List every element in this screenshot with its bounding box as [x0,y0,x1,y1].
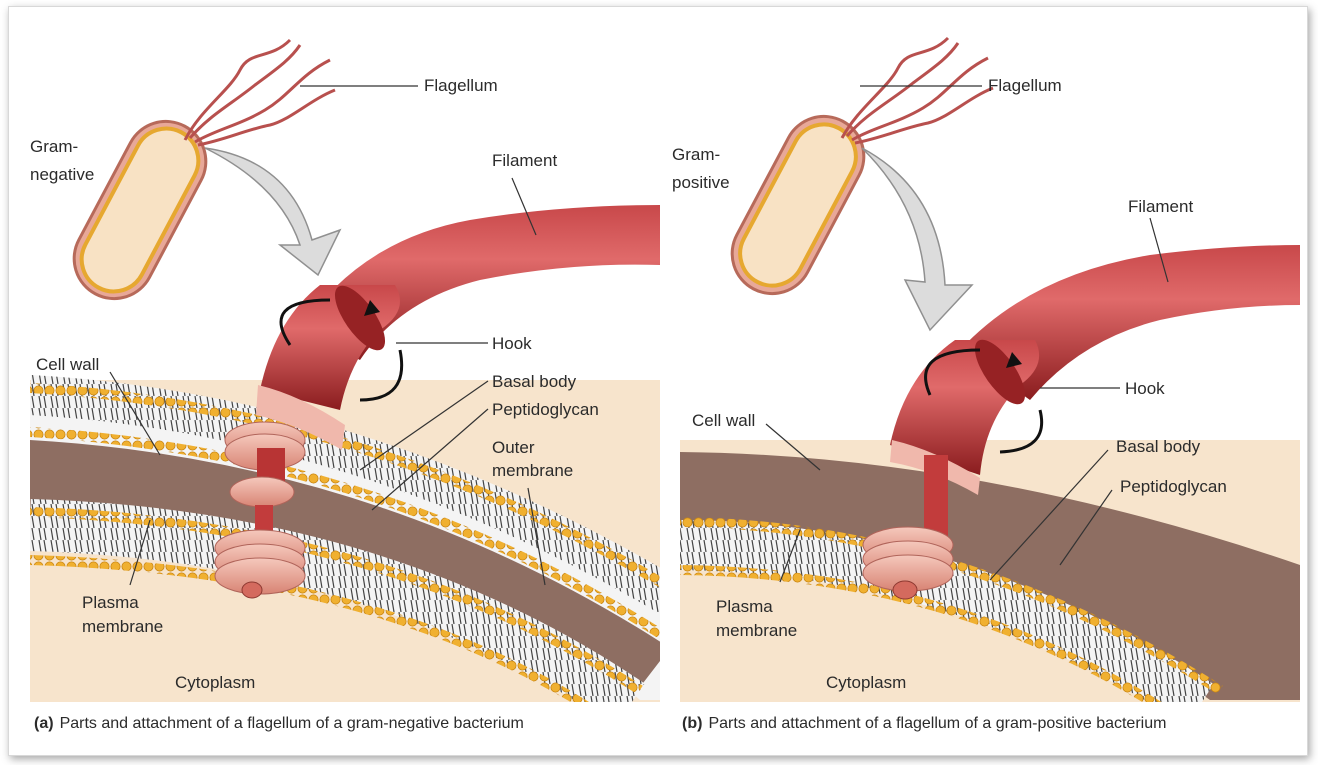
flagellum-label-a: Flagellum [424,76,498,95]
hook-label-a: Hook [492,334,532,353]
zoom-arrow-a [205,148,340,275]
flagellum-strands-a [185,40,335,145]
cell-wall-label-a: Cell wall [36,355,99,374]
zoom-arrow-b [862,148,972,330]
plasma-membrane-label-b-line1: Plasma [716,597,773,616]
caption-a: (a) Parts and attachment of a flagellum o… [34,715,524,732]
gram-negative-bacterium [60,107,220,312]
caption-b: (b) Parts and attachment of a flagellum o… [682,715,1166,732]
panel-a-illustration [30,380,700,720]
peptidoglycan-label-b: Peptidoglycan [1120,477,1227,496]
outer-membrane-label-line1: Outer [492,438,535,457]
cell-wall-label-b: Cell wall [692,411,755,430]
caption-a-text: Parts and attachment of a flagellum of a… [60,715,524,732]
basal-body-label-a: Basal body [492,372,577,391]
flagellum-strands-b [842,38,993,143]
plasma-membrane-label-a-line2: membrane [82,617,163,636]
cytoplasm-label-b: Cytoplasm [826,673,906,692]
basal-body-label-b: Basal body [1116,437,1201,456]
caption-b-text: Parts and attachment of a flagellum of a… [708,715,1166,732]
filament-label-b: Filament [1128,197,1193,216]
filament-label-a: Filament [492,151,557,170]
outer-membrane-label-line2: membrane [492,461,573,480]
caption-b-letter: (b) [682,715,702,732]
gram-negative-label-line1: Gram- [30,137,78,156]
hook-label-b: Hook [1125,379,1165,398]
plasma-membrane-label-a-line1: Plasma [82,593,139,612]
gram-positive-bacterium [718,102,878,307]
plasma-membrane-label-b-line2: membrane [716,621,797,640]
gram-negative-label-line2: negative [30,165,94,184]
gram-positive-label-line2: positive [672,173,730,192]
peptidoglycan-label-a: Peptidoglycan [492,400,599,419]
gram-positive-label-line1: Gram- [672,145,720,164]
flagellum-label-b: Flagellum [988,76,1062,95]
caption-a-letter: (a) [34,715,54,732]
cytoplasm-label-a: Cytoplasm [175,673,255,692]
